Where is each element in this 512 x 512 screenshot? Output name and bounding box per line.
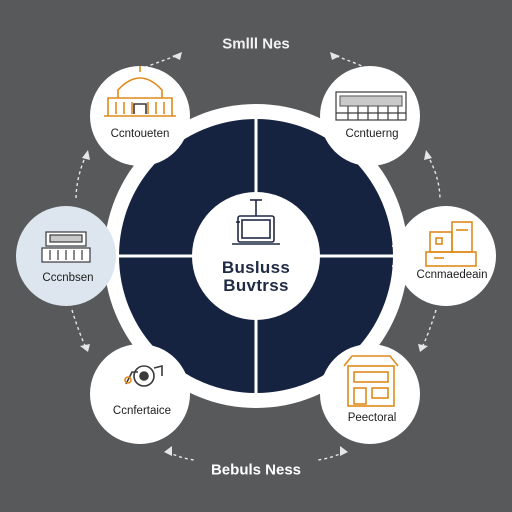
- node-label-1: Ccntuerng: [345, 128, 399, 140]
- center-label-line-1: Busluss: [221, 258, 291, 277]
- diagram-title-top: Smlll Nes: [222, 35, 290, 53]
- factory-machine-icon: [41, 231, 91, 263]
- center-label-line-2: Buvtrss: [223, 276, 289, 295]
- arrow-right-lower: [421, 309, 437, 349]
- arrow-left-lower: [71, 309, 87, 349]
- node-label-4: Ccnfertaice: [112, 405, 172, 417]
- capitol-building-icon: [104, 66, 176, 117]
- diagram-title-bottom: Bebuls Ness: [210, 461, 302, 479]
- node-circle-3: [320, 344, 420, 444]
- arrow-left-upper: [75, 159, 85, 201]
- node-circle-4: [90, 344, 190, 444]
- office-building-icon: [335, 91, 407, 121]
- arrow-heads: [80, 52, 432, 456]
- computer-terminal-icon: [232, 199, 280, 245]
- node-circle-2: [396, 206, 496, 306]
- node-label-3: Peectoral: [347, 412, 397, 424]
- warehouse-boxes-icon: [425, 221, 477, 267]
- right-ring-connector: [392, 245, 401, 267]
- node-circle-1: [320, 66, 420, 166]
- storefront-icon: [343, 355, 399, 407]
- node-label-5: Cccnbsen: [42, 272, 94, 284]
- center-hub: [192, 192, 320, 320]
- arrow-right-upper: [429, 159, 441, 201]
- node-label-0: Ccntoueten: [110, 128, 170, 140]
- person-tools-icon: [124, 364, 163, 387]
- node-label-2: Ccnmaedeain: [416, 269, 488, 281]
